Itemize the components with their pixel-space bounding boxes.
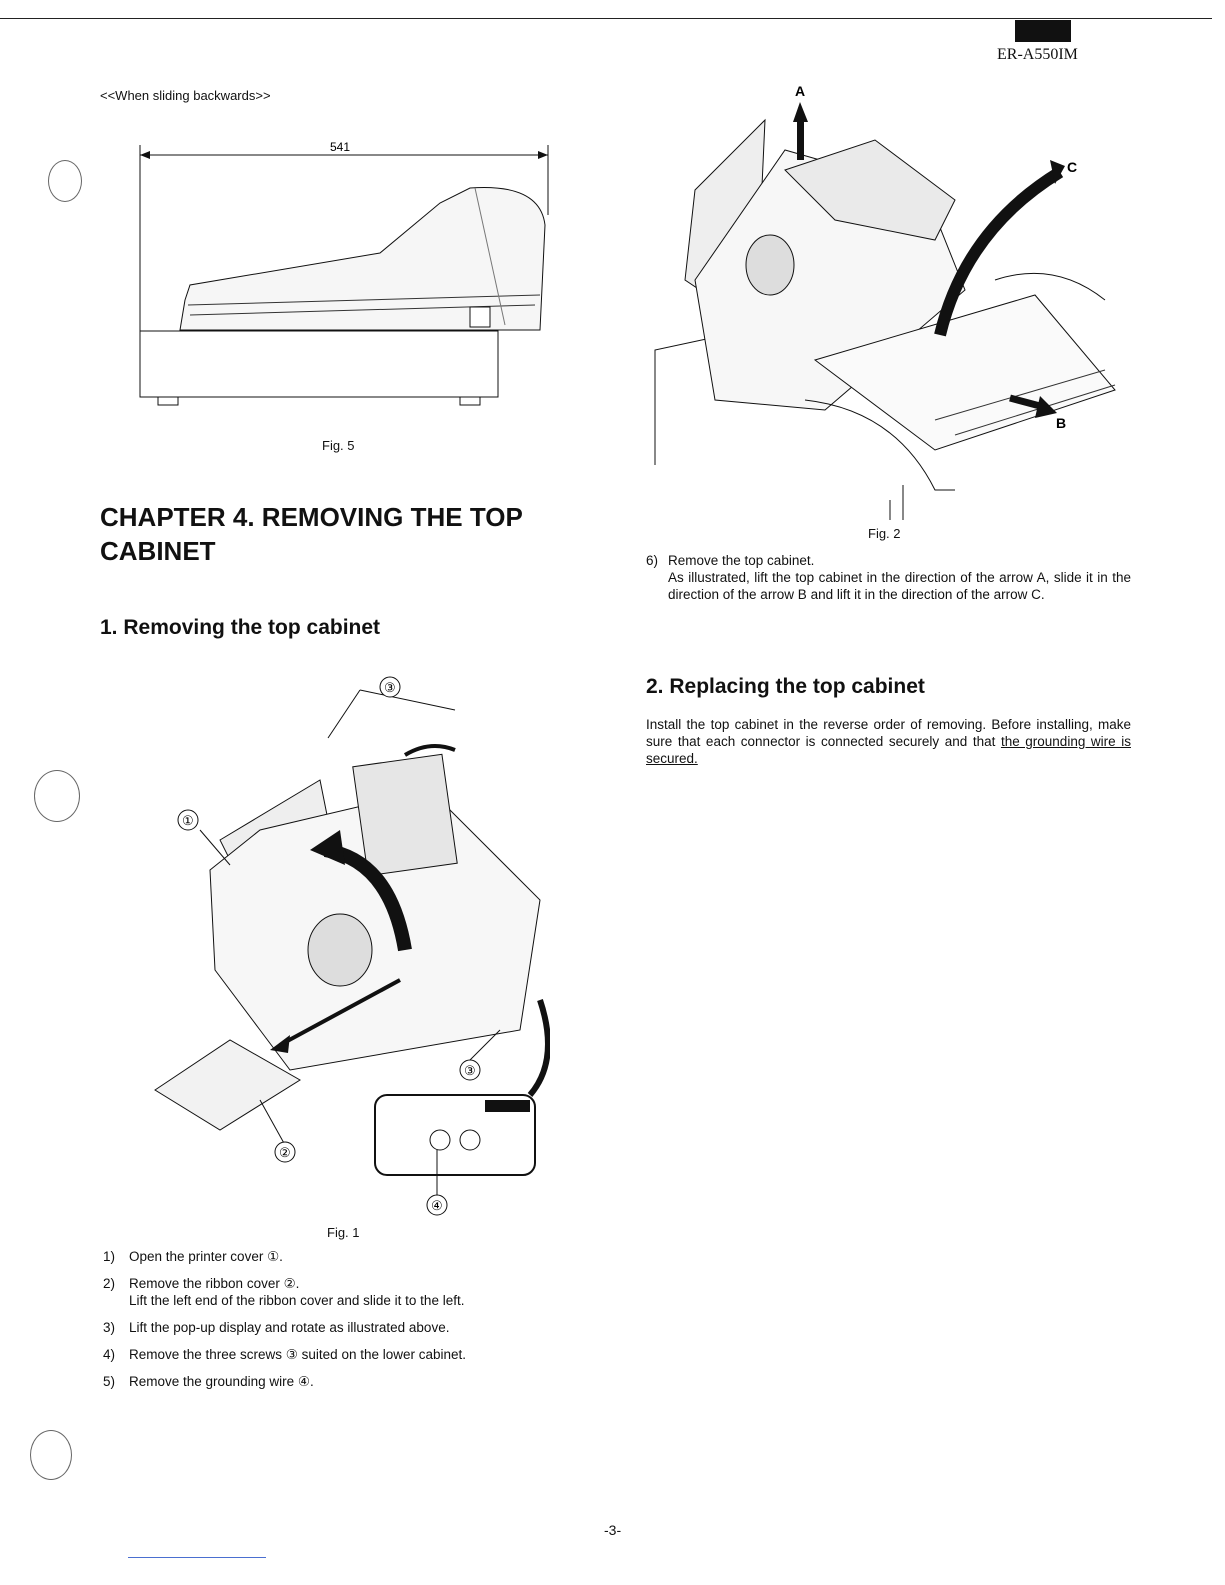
page-number: -3- — [604, 1522, 622, 1538]
arrow-a-label: A — [795, 83, 805, 99]
arrow-c-label: C — [1067, 159, 1077, 175]
section2-body: Install the top cabinet in the reverse o… — [646, 717, 1131, 766]
chapter-title: CHAPTER 4. REMOVING THE TOP CABINET — [100, 502, 523, 566]
fig5-dimension: 541 — [330, 140, 350, 154]
binder-hole — [30, 1430, 72, 1480]
step-1: 1)Open the printer cover ①. — [103, 1249, 283, 1264]
model-number: ER-A550IM — [997, 46, 1078, 63]
fig2-caption: Fig. 2 — [868, 526, 901, 541]
step-5: 5)Remove the grounding wire ④. — [103, 1374, 314, 1389]
header-rule — [0, 18, 1212, 19]
arrow-b-label: B — [1056, 415, 1066, 431]
step-3: 3)Lift the pop-up display and rotate as … — [103, 1320, 450, 1335]
step-4: 4)Remove the three screws ③ suited on th… — [103, 1347, 467, 1362]
callout-3-bottom: ③ — [464, 1063, 476, 1078]
footer-link-rule — [128, 1557, 266, 1558]
fig1-illustration: ③ ① ② ③ ④ — [154, 676, 550, 1216]
removal-steps: 1)Open the printer cover ①. 2)Remove the… — [103, 1248, 573, 1400]
callout-4: ④ — [431, 1198, 443, 1213]
binder-hole — [48, 160, 82, 202]
fig2-illustration: A C B — [654, 83, 1116, 520]
callout-3-top: ③ — [384, 680, 396, 695]
section1-title: 1. Removing the top cabinet — [100, 616, 381, 639]
section2-title: 2. Replacing the top cabinet — [646, 675, 925, 698]
fig5-note: <<When sliding backwards>> — [100, 88, 271, 103]
header-black-tab — [1015, 20, 1071, 42]
step-6: 6) Remove the top cabinet. As illustrate… — [646, 553, 1131, 602]
callout-2: ② — [279, 1145, 291, 1160]
fig1-caption: Fig. 1 — [327, 1225, 360, 1240]
callout-1: ① — [182, 813, 194, 828]
fig5-caption: Fig. 5 — [322, 438, 355, 453]
binder-hole — [34, 770, 80, 822]
fig5-illustration: 541 — [139, 140, 549, 406]
step-2: 2)Remove the ribbon cover ②.Lift the lef… — [103, 1276, 465, 1308]
